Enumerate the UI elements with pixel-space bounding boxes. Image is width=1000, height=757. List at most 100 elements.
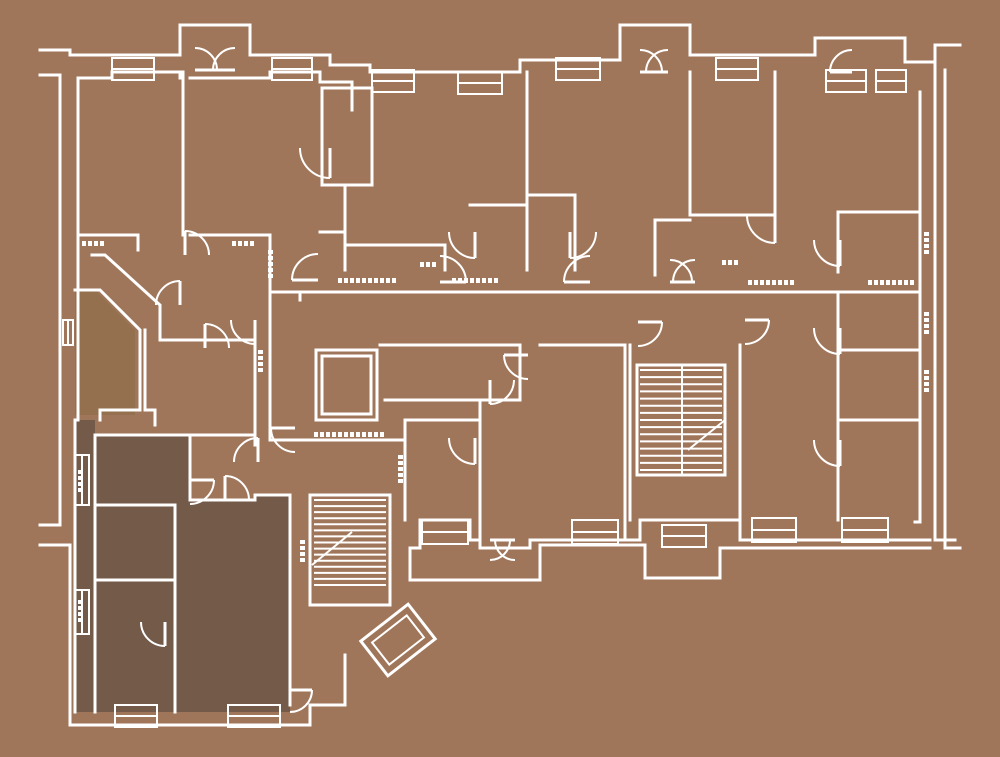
door-swing (813, 439, 841, 467)
radiator-fin (924, 238, 929, 242)
door-swing (746, 214, 776, 244)
radiator-fin (374, 278, 378, 283)
radiator-fin (88, 241, 92, 246)
radiator-fin (78, 612, 83, 616)
door-swing (230, 319, 256, 345)
exterior-walls (38, 23, 962, 727)
radiator-fin (78, 618, 83, 622)
radiator-fin (392, 278, 396, 283)
windows (62, 57, 907, 728)
radiator-fin (250, 241, 254, 246)
radiator-fin (78, 606, 83, 610)
radiator-fin (344, 278, 348, 283)
radiator-fin (338, 278, 342, 283)
door-swing (189, 479, 215, 505)
radiator-fin (398, 467, 403, 471)
door-swing (184, 230, 210, 256)
radiator-fin (898, 280, 902, 285)
door-swing (813, 327, 841, 355)
radiator-fin (892, 280, 896, 285)
door-swing (448, 437, 476, 465)
radiator-fin (910, 280, 914, 285)
door-swing (569, 231, 597, 259)
radiator-fin (924, 388, 929, 392)
radiator-fin (420, 262, 424, 267)
radiator-fin (300, 552, 305, 556)
door-swing (299, 147, 331, 179)
radiator-fin (924, 382, 929, 386)
door-swing (212, 47, 236, 71)
radiator-fin (734, 260, 738, 265)
interior-walls (73, 70, 922, 714)
radiator-fin (488, 278, 492, 283)
radiator-fin (924, 370, 929, 374)
radiator-fin (452, 278, 456, 283)
door-swing (439, 255, 467, 283)
radiator-fin (398, 479, 403, 483)
radiator-fin (458, 278, 462, 283)
radiator-fin (374, 432, 378, 437)
radiator-fin (78, 482, 83, 486)
doors (140, 47, 853, 713)
door-swing (270, 427, 296, 453)
radiator-fin (924, 244, 929, 248)
door-swing (829, 49, 853, 73)
radiator-fin (924, 312, 929, 316)
radiator-fin (790, 280, 794, 285)
radiator-fin (380, 278, 384, 283)
radiator-fin (368, 278, 372, 283)
radiator-fin (728, 260, 732, 265)
radiator-fin (268, 250, 273, 254)
radiator-fin (924, 330, 929, 334)
radiator-fin (886, 280, 890, 285)
door-swing (639, 49, 663, 73)
radiator-fin (476, 278, 480, 283)
door-swing (637, 321, 663, 347)
radiator-fin (924, 324, 929, 328)
radiator-fin (778, 280, 782, 285)
door-swing (669, 259, 693, 283)
radiator-fin (760, 280, 764, 285)
door-swing (204, 323, 230, 349)
radiator-fin (268, 268, 273, 272)
door-swing (489, 539, 511, 561)
radiator-fin (880, 280, 884, 285)
radiator-fin (766, 280, 770, 285)
door-swing (448, 231, 476, 259)
radiator-fin (258, 362, 263, 366)
door-swing (224, 475, 250, 501)
radiator-fin (350, 278, 354, 283)
door-swing (503, 354, 529, 380)
radiator-fin (924, 250, 929, 254)
radiator-fin (924, 376, 929, 380)
radiator-fin (78, 488, 83, 492)
radiator-fin (350, 432, 354, 437)
radiator-fin (784, 280, 788, 285)
door-swing (140, 621, 166, 647)
radiator-fin (924, 318, 929, 322)
radiator-fin (874, 280, 878, 285)
radiator-fin (356, 432, 360, 437)
radiator-fin (432, 262, 436, 267)
radiator-fin (78, 600, 83, 604)
radiators (78, 232, 929, 622)
radiator-fin (258, 368, 263, 372)
radiator-fin (380, 432, 384, 437)
radiator-fin (904, 280, 908, 285)
radiator-fin (386, 278, 390, 283)
radiator-fin (268, 262, 273, 266)
stairwell-left (308, 493, 392, 607)
stairwell-right (635, 363, 727, 477)
radiator-fin (238, 241, 242, 246)
radiator-fin (314, 432, 318, 437)
door-swing (563, 255, 591, 283)
radiator-fin (772, 280, 776, 285)
radiator-fin (78, 470, 83, 474)
radiator-fin (100, 241, 104, 246)
highlighted-unit-fill (75, 420, 290, 712)
radiator-fin (494, 278, 498, 283)
radiator-fin (398, 473, 403, 477)
door-swing (744, 319, 770, 345)
door-swing (194, 47, 218, 71)
